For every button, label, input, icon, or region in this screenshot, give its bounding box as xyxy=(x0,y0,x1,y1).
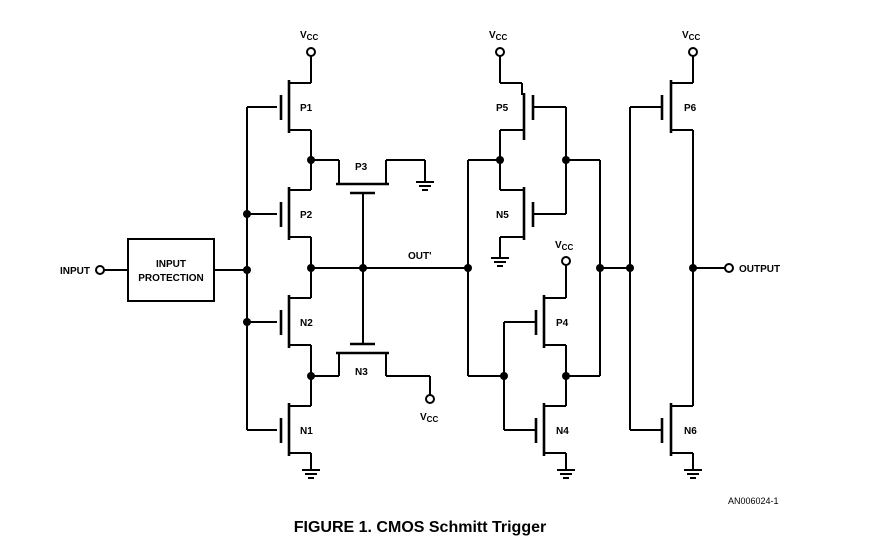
figure-caption: FIGURE 1. CMOS Schmitt Trigger xyxy=(294,519,546,536)
vcc-label-p1: VCC xyxy=(300,30,318,42)
input-protection-block: INPUT PROTECTION xyxy=(127,238,247,302)
label-n6: N6 xyxy=(684,426,697,437)
label-n5: N5 xyxy=(496,210,509,221)
vcc-label-n3: VCC xyxy=(420,412,438,424)
input-terminal xyxy=(95,265,105,275)
label-p2: P2 xyxy=(300,210,313,221)
label-p1: P1 xyxy=(300,103,313,114)
stage3-wiring xyxy=(626,47,734,479)
vcc-label-p6: VCC xyxy=(682,30,700,42)
label-n2: N2 xyxy=(300,318,313,329)
label-p3: P3 xyxy=(355,162,368,173)
label-n4: N4 xyxy=(556,426,569,437)
protection-label-line2: PROTECTION xyxy=(138,273,204,284)
reference-code: AN006024-1 xyxy=(728,496,779,506)
label-n1: N1 xyxy=(300,426,313,437)
protection-label-line1: INPUT xyxy=(156,259,186,270)
stage1-wiring xyxy=(243,47,472,479)
label-p6: P6 xyxy=(684,103,697,114)
label-p4: P4 xyxy=(556,318,569,329)
stage2-wiring xyxy=(467,47,630,479)
out-prime-label: OUT' xyxy=(408,251,432,262)
input-label: INPUT xyxy=(60,266,90,277)
input-terminal-group: INPUT xyxy=(60,265,128,277)
label-n3: N3 xyxy=(355,367,368,378)
output-terminal xyxy=(724,263,734,273)
output-label: OUTPUT xyxy=(739,264,780,275)
label-p5: P5 xyxy=(496,103,509,114)
vcc-label-p4: VCC xyxy=(555,240,573,252)
vcc-label-p5: VCC xyxy=(489,30,507,42)
